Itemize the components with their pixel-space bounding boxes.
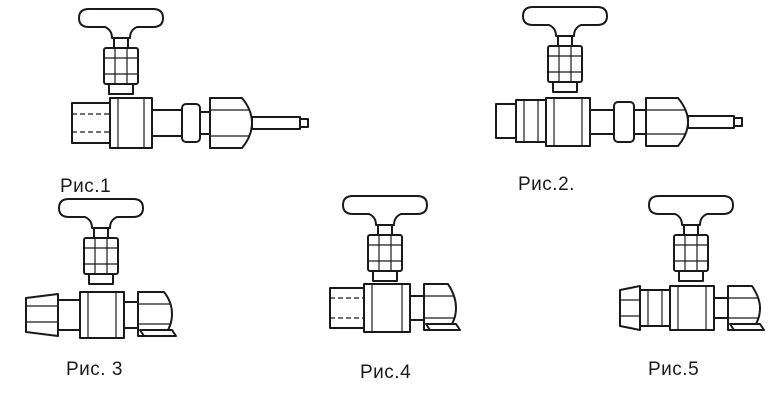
valve-figure-3 (26, 198, 176, 338)
valve-figure-1 (72, 8, 308, 148)
valve-figure-2 (496, 6, 742, 146)
figure-label-2: Рис.2. (518, 174, 575, 195)
valve-figure-5 (620, 195, 764, 330)
figure-label-1: Рис.1 (60, 176, 112, 197)
figure-label-5: Рис.5 (648, 359, 700, 380)
figure-label-4: Рис.4 (360, 362, 412, 383)
figure-label-3: Рис. 3 (66, 359, 123, 380)
valve-figure-4 (330, 195, 460, 332)
